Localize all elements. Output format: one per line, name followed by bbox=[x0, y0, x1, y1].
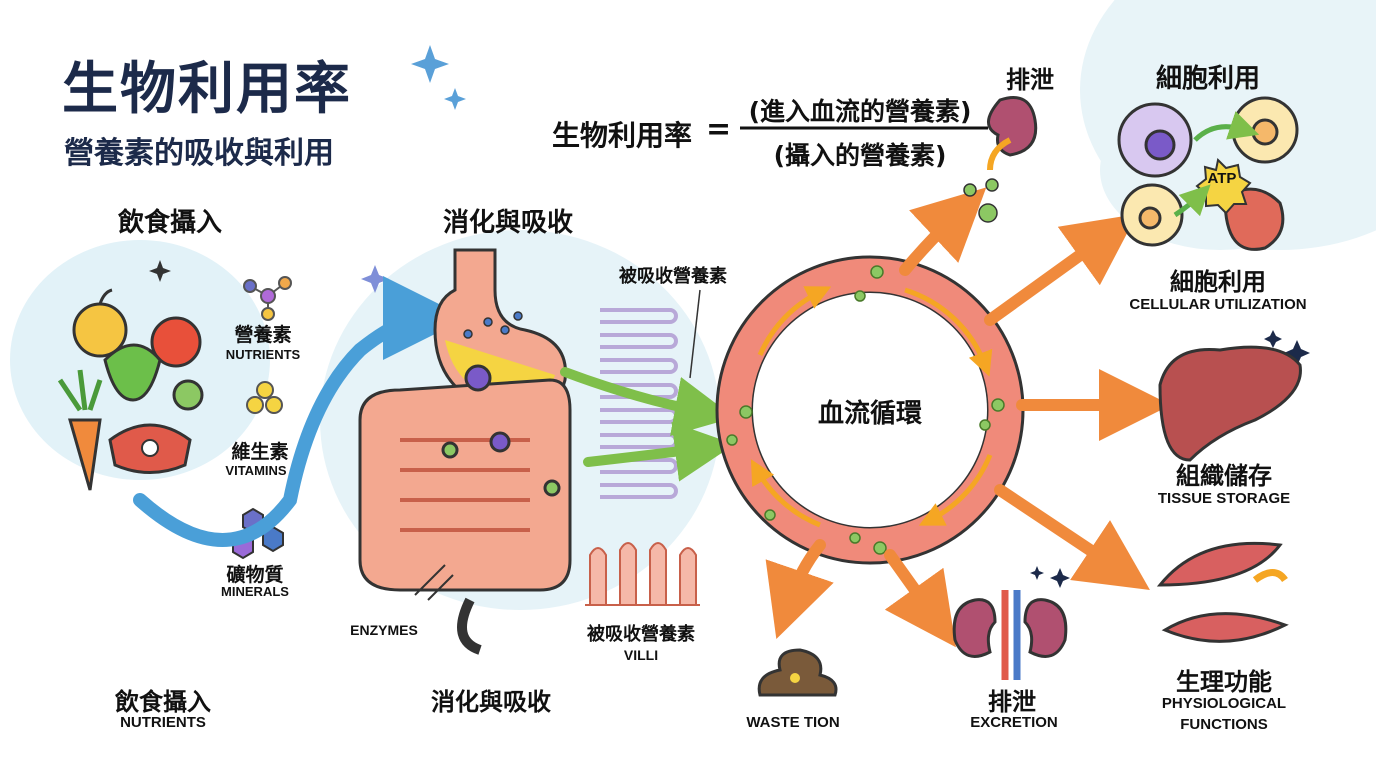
nutrients-en-label: NUTRIENTS bbox=[225, 347, 301, 362]
cell-illustration bbox=[1117, 96, 1299, 251]
absorption-arrow-1 bbox=[560, 367, 735, 437]
intake-footer: 飲食攝入 bbox=[115, 688, 211, 716]
sparkle-icons bbox=[149, 45, 1310, 588]
intake-footer-en: NUTRIENTS bbox=[120, 714, 206, 731]
food-illustration bbox=[57, 288, 204, 491]
vitamins-en-label: VITAMINS bbox=[225, 463, 287, 478]
excretion-top-label: 排泄 bbox=[1006, 66, 1054, 94]
kidneys-bottom-icon bbox=[952, 590, 1068, 680]
formula-lhs: 生物利用率 bbox=[552, 119, 693, 152]
excretion-label: 排泄 bbox=[988, 688, 1036, 716]
formula-equals: = bbox=[706, 112, 732, 147]
villi-en-label: VILLI bbox=[623, 647, 659, 663]
cell-utilization-label: 細胞利用 bbox=[1170, 268, 1266, 296]
waste-label: WASTE TION bbox=[746, 714, 840, 731]
physio-en-label-1: PHYSIOLOGICAL bbox=[1161, 695, 1287, 712]
muscle-icon bbox=[1156, 541, 1289, 643]
digestion-footer: 消化與吸收 bbox=[431, 688, 551, 716]
absorbed-nutrients-label: 被吸收營養素 bbox=[619, 266, 727, 287]
physio-label: 生理功能 bbox=[1176, 668, 1272, 696]
intake-heading: 飲食攝入 bbox=[117, 208, 223, 238]
molecule-icon bbox=[243, 276, 292, 321]
formula-numerator: (進入血流的營養素) bbox=[748, 97, 972, 126]
physio-en-label-2: FUNCTIONS bbox=[1180, 716, 1268, 733]
circulation-ring bbox=[715, 255, 1025, 565]
excretion-en-label: EXCRETION bbox=[970, 714, 1058, 731]
absorption-arrow-2 bbox=[583, 422, 735, 482]
minerals-en-label: MINERALS bbox=[221, 584, 289, 599]
cell-utilization-en-label: CELLULAR UTILIZATION bbox=[1129, 296, 1307, 313]
enzymes-label: ENZYMES bbox=[350, 622, 418, 638]
villi-zh-label: 被吸收營養素 bbox=[587, 624, 695, 645]
output-arrows bbox=[765, 187, 1171, 648]
tissue-storage-en-label: TISSUE STORAGE bbox=[1157, 490, 1291, 507]
kidney-top-icon bbox=[963, 96, 1038, 223]
page-title: 生物利用率 bbox=[62, 57, 352, 122]
formula-denominator: (攝入的營養素) bbox=[773, 141, 947, 170]
tissue-storage-label: 組織儲存 bbox=[1176, 462, 1272, 490]
vitamins-label: 維生素 bbox=[231, 441, 289, 463]
waste-icon bbox=[757, 648, 838, 697]
page-subtitle: 營養素的吸收與利用 bbox=[64, 136, 334, 171]
circulation-label: 血流循環 bbox=[817, 399, 923, 429]
digestion-heading: 消化與吸收 bbox=[442, 208, 574, 238]
minerals-label: 礦物質 bbox=[226, 564, 284, 586]
cell-top-label: 細胞利用 bbox=[1155, 64, 1261, 94]
nutrients-label: 營養素 bbox=[234, 324, 292, 346]
atp-label: ATP bbox=[1207, 170, 1237, 187]
liver-icon bbox=[1158, 345, 1302, 462]
digestive-system-illustration bbox=[358, 248, 572, 655]
vitamin-icon bbox=[246, 381, 283, 414]
intake-arrow bbox=[133, 276, 467, 547]
